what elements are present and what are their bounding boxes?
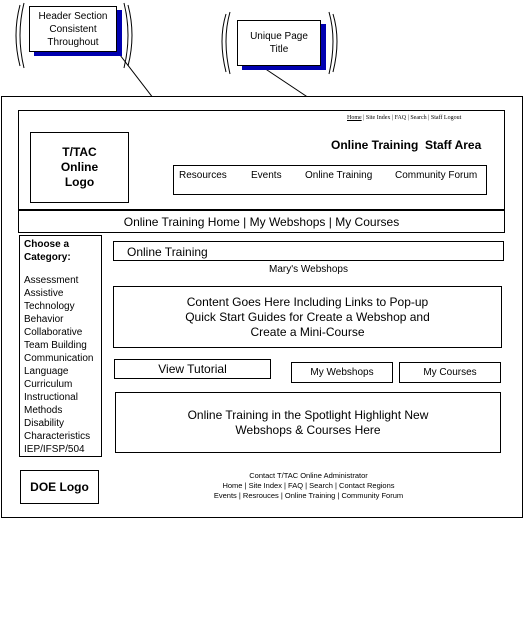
subnav-separator: |: [325, 214, 336, 229]
utility-link-faq[interactable]: FAQ: [394, 115, 407, 121]
subnav-my-courses[interactable]: My Courses: [335, 214, 400, 229]
content-area: Content Goes Here Including Links to Pop…: [113, 286, 502, 348]
category-communication[interactable]: Communication: [24, 353, 94, 364]
category-sidebar: Choose a Category: Assessment Assistive …: [19, 235, 102, 457]
page-title-box: Online Training: [113, 241, 504, 261]
category-iep-ifsp-504[interactable]: IEP/IFSP/504: [24, 444, 85, 455]
footer-links-primary[interactable]: Home | Site Index | FAQ | Search | Conta…: [222, 481, 395, 490]
my-courses-label: My Courses: [423, 367, 477, 378]
sub-nav: Online Training Home | My Webshops | My …: [18, 210, 505, 233]
category-instructional-methods[interactable]: Instructional Methods: [24, 392, 78, 416]
view-tutorial-button[interactable]: View Tutorial: [114, 359, 271, 379]
category-language[interactable]: Language: [24, 366, 69, 377]
nav-resources[interactable]: Resources: [179, 170, 227, 181]
my-webshops-button[interactable]: My Webshops: [291, 362, 393, 383]
site-logo[interactable]: T/TAC Online Logo: [30, 132, 129, 203]
category-heading: Choose a Category:: [24, 239, 71, 263]
footer: Contact T/TAC Online Administrator Home …: [113, 471, 504, 501]
subnav-separator: |: [239, 214, 250, 229]
nav-online-training[interactable]: Online Training: [305, 170, 373, 181]
nav-events[interactable]: Events: [251, 170, 282, 181]
utility-link-home[interactable]: Home: [347, 115, 362, 121]
header-callout-text: Header Section Consistent Throughout: [38, 10, 108, 48]
utility-link-site-index[interactable]: Site Index: [365, 115, 391, 121]
footer-contact-link[interactable]: Contact T/TAC Online Administrator: [249, 471, 368, 480]
subnav-my-webshops[interactable]: My Webshops: [249, 214, 326, 229]
view-tutorial-label: View Tutorial: [158, 362, 227, 376]
utility-link-staff-logout[interactable]: Staff Logout: [430, 115, 462, 121]
category-curriculum[interactable]: Curriculum: [24, 379, 73, 390]
spotlight-text: Online Training in the Spotlight Highlig…: [187, 407, 429, 437]
page-title: Online Training: [127, 245, 208, 259]
category-assessment[interactable]: Assessment: [24, 275, 79, 286]
category-assistive-technology[interactable]: Assistive Technology: [24, 288, 75, 312]
site-logo-text: T/TAC Online Logo: [60, 145, 99, 189]
subnav-online-training-home[interactable]: Online Training Home: [123, 214, 240, 229]
header-callout: Header Section Consistent Throughout: [29, 6, 117, 52]
title-callout-text: Unique Page Title: [250, 31, 308, 55]
title-callout-bracket-right: [328, 11, 338, 75]
category-disability-characteristics[interactable]: Disability Characteristics: [24, 418, 91, 442]
header-callout-bracket-left: [15, 2, 25, 69]
category-collaborative-team-building[interactable]: Collaborative Team Building: [24, 327, 87, 351]
utility-links: Home | Site Index | FAQ | Search | Staff…: [347, 115, 462, 121]
nav-community-forum[interactable]: Community Forum: [395, 170, 478, 181]
utility-link-search[interactable]: Search: [410, 115, 427, 121]
site-title: Online Training Staff Area: [331, 138, 482, 152]
my-courses-button[interactable]: My Courses: [399, 362, 501, 383]
footer-links-secondary[interactable]: Events | Resrouces | Online Training | C…: [213, 491, 404, 500]
doe-logo-text: DOE Logo: [30, 480, 89, 494]
title-callout-bracket-left: [221, 11, 231, 75]
doe-logo[interactable]: DOE Logo: [20, 470, 99, 504]
my-webshops-label: My Webshops: [310, 367, 374, 378]
page-subtitle: Mary's Webshops: [269, 264, 348, 275]
main-nav: Resources Events Online Training Communi…: [173, 165, 487, 195]
title-callout: Unique Page Title: [237, 20, 321, 66]
content-text: Content Goes Here Including Links to Pop…: [185, 294, 430, 339]
category-behavior[interactable]: Behavior: [24, 314, 64, 325]
header-callout-bracket-right: [123, 2, 133, 69]
spotlight-area: Online Training in the Spotlight Highlig…: [115, 392, 501, 453]
